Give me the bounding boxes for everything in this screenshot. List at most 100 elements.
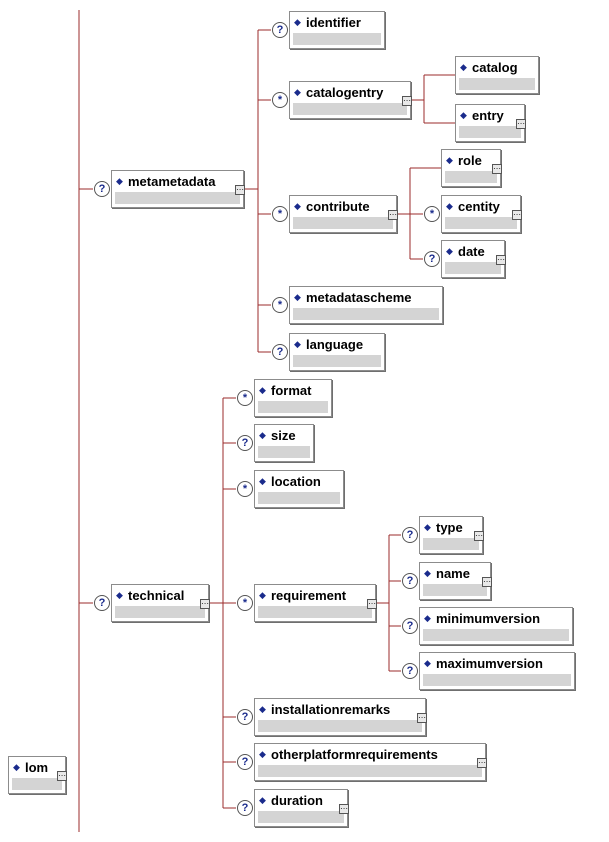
node-size[interactable]: ◆size bbox=[254, 424, 314, 462]
expand-icon[interactable]: ⋯ bbox=[402, 96, 412, 106]
node-label: language bbox=[306, 337, 364, 352]
expand-icon[interactable]: ⋯ bbox=[512, 210, 522, 220]
node-body bbox=[293, 33, 381, 45]
optional-icon: ? bbox=[272, 344, 288, 360]
node-label: catalogentry bbox=[306, 85, 384, 100]
optional-icon: ? bbox=[402, 663, 418, 679]
node-body bbox=[459, 126, 521, 138]
node-body bbox=[258, 446, 310, 458]
node-language[interactable]: ◆ language bbox=[289, 333, 385, 371]
diamond-icon: ◆ bbox=[294, 292, 301, 302]
node-body bbox=[293, 103, 407, 115]
node-body bbox=[293, 217, 393, 229]
diamond-icon: ◆ bbox=[446, 155, 453, 165]
expand-icon[interactable]: ⋯ bbox=[57, 771, 67, 781]
node-centity[interactable]: ◆centity⋯ bbox=[441, 195, 522, 233]
node-body bbox=[258, 401, 328, 413]
node-contribute[interactable]: ◆contribute⋯ bbox=[289, 195, 398, 233]
node-label: type bbox=[436, 520, 463, 535]
diamond-icon: ◆ bbox=[424, 658, 431, 668]
repeatable-icon: * bbox=[424, 206, 440, 222]
diamond-icon: ◆ bbox=[259, 385, 266, 395]
node-body bbox=[423, 629, 569, 641]
node-body bbox=[445, 262, 501, 274]
node-name[interactable]: ◆name⋯ bbox=[419, 562, 492, 600]
repeatable-icon: * bbox=[272, 297, 288, 313]
node-label: duration bbox=[271, 793, 323, 808]
node-body bbox=[445, 217, 517, 229]
node-label: centity bbox=[458, 199, 500, 214]
node-metadatascheme[interactable]: ◆ metadatascheme bbox=[289, 286, 443, 324]
node-label: metadatascheme bbox=[306, 290, 412, 305]
repeatable-icon: * bbox=[237, 595, 253, 611]
node-entry[interactable]: ◆entry⋯ bbox=[455, 104, 526, 142]
node-identifier[interactable]: ◆ identifier bbox=[289, 11, 385, 49]
optional-icon: ? bbox=[237, 709, 253, 725]
expand-icon[interactable]: ⋯ bbox=[388, 210, 398, 220]
node-label: minimumversion bbox=[436, 611, 541, 626]
node-catalogentry[interactable]: ◆catalogentry⋯ bbox=[289, 81, 412, 119]
expand-icon[interactable]: ⋯ bbox=[516, 119, 526, 129]
node-label: location bbox=[271, 474, 321, 489]
node-label: installationremarks bbox=[271, 702, 391, 717]
expand-icon[interactable]: ⋯ bbox=[492, 164, 502, 174]
node-label: entry bbox=[472, 108, 504, 123]
node-body bbox=[12, 778, 62, 790]
node-body bbox=[423, 538, 479, 550]
node-label: date bbox=[458, 244, 485, 259]
node-format[interactable]: ◆format bbox=[254, 379, 332, 417]
diamond-icon: ◆ bbox=[259, 704, 266, 714]
diamond-icon: ◆ bbox=[294, 17, 301, 27]
node-otherplatformrequirements[interactable]: ◆ otherplatformrequirements ⋯ bbox=[254, 743, 487, 781]
node-location[interactable]: ◆location bbox=[254, 470, 344, 508]
repeatable-icon: * bbox=[237, 481, 253, 497]
diamond-icon: ◆ bbox=[259, 590, 266, 600]
diamond-icon: ◆ bbox=[460, 62, 467, 72]
node-body bbox=[258, 720, 422, 732]
node-label: contribute bbox=[306, 199, 370, 214]
diamond-icon: ◆ bbox=[294, 339, 301, 349]
expand-icon[interactable]: ⋯ bbox=[417, 713, 427, 723]
node-installationremarks[interactable]: ◆ installationremarks ⋯ bbox=[254, 698, 427, 736]
node-maximumversion[interactable]: ◆maximumversion bbox=[419, 652, 575, 690]
node-metametadata[interactable]: ◆metametadata⋯ bbox=[111, 170, 245, 208]
node-body bbox=[423, 674, 571, 686]
expand-icon[interactable]: ⋯ bbox=[339, 804, 349, 814]
node-body bbox=[258, 765, 482, 777]
diamond-icon: ◆ bbox=[13, 762, 20, 772]
node-requirement[interactable]: ◆ requirement ⋯ bbox=[254, 584, 377, 622]
node-date[interactable]: ◆date⋯ bbox=[441, 240, 506, 278]
expand-icon[interactable]: ⋯ bbox=[496, 255, 506, 265]
optional-icon: ? bbox=[402, 573, 418, 589]
expand-icon[interactable]: ⋯ bbox=[477, 758, 487, 768]
optional-icon: ? bbox=[402, 527, 418, 543]
node-catalog[interactable]: ◆catalog bbox=[455, 56, 539, 94]
node-lom[interactable]: ◆ lom ⋯ bbox=[8, 756, 67, 794]
node-body bbox=[459, 78, 535, 90]
diamond-icon: ◆ bbox=[424, 613, 431, 623]
node-type[interactable]: ◆type⋯ bbox=[419, 516, 484, 554]
expand-icon[interactable]: ⋯ bbox=[474, 531, 484, 541]
node-body bbox=[445, 171, 497, 183]
expand-icon[interactable]: ⋯ bbox=[482, 577, 492, 587]
node-label: identifier bbox=[306, 15, 361, 30]
node-technical[interactable]: ◆technical⋯ bbox=[111, 584, 210, 622]
node-label: lom bbox=[25, 760, 49, 775]
node-minimumversion[interactable]: ◆ minimumversion bbox=[419, 607, 573, 645]
node-role[interactable]: ◆role⋯ bbox=[441, 149, 502, 187]
expand-icon[interactable]: ⋯ bbox=[367, 599, 377, 609]
expand-icon[interactable]: ⋯ bbox=[235, 185, 245, 195]
diamond-icon: ◆ bbox=[116, 176, 123, 186]
optional-icon: ? bbox=[94, 595, 110, 611]
expand-icon[interactable]: ⋯ bbox=[200, 599, 210, 609]
node-duration[interactable]: ◆duration⋯ bbox=[254, 789, 349, 827]
repeatable-icon: * bbox=[237, 390, 253, 406]
diamond-icon: ◆ bbox=[259, 749, 266, 759]
optional-icon: ? bbox=[402, 618, 418, 634]
diamond-icon: ◆ bbox=[116, 590, 123, 600]
diamond-icon: ◆ bbox=[424, 568, 431, 578]
node-label: requirement bbox=[271, 588, 347, 603]
node-label: otherplatformrequirements bbox=[271, 747, 438, 762]
